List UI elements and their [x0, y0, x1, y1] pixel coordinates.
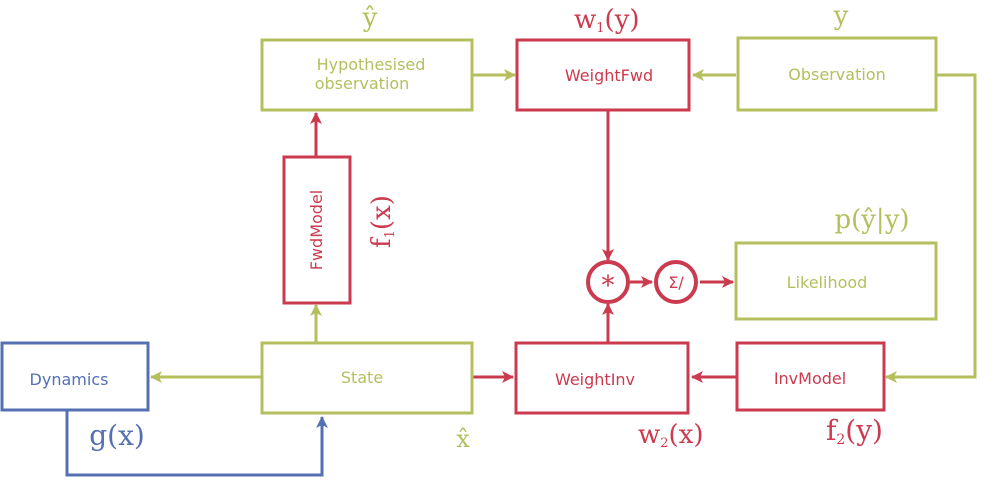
label-x-hat: x̂ — [456, 425, 470, 453]
label-g: g(x) — [89, 419, 145, 452]
state-node: State — [260, 341, 474, 415]
label-f1: f1(x) — [367, 195, 398, 248]
hypothesised-observation-label-line1: Hypothesised — [317, 55, 426, 74]
inv-model-label: InvModel — [774, 369, 846, 388]
dynamics-node: Dynamics — [0, 341, 150, 412]
hypothesised-observation-label-line2: observation — [315, 74, 410, 93]
state-label: State — [341, 368, 383, 387]
weight-fwd-label: WeightFwd — [565, 66, 653, 85]
label-w2: w2(x) — [638, 420, 704, 451]
hypothesised-observation-node: Hypothesised observation — [260, 38, 474, 112]
arrow-observation-to-invmodel — [885, 73, 977, 383]
label-y: y — [833, 1, 849, 31]
weight-fwd-node: WeightFwd — [515, 38, 691, 112]
dynamics-label: Dynamics — [30, 370, 109, 389]
likelihood-node: Likelihood — [734, 241, 938, 321]
fwd-model-node: FwdModel — [282, 155, 352, 305]
normalize-operator-node: Σ/ — [654, 260, 698, 304]
weight-inv-node: WeightInv — [514, 341, 690, 415]
label-f2: f2(y) — [826, 414, 883, 448]
normalize-operator-symbol: Σ/ — [668, 273, 684, 292]
likelihood-label: Likelihood — [787, 273, 868, 292]
inv-model-node: InvModel — [735, 341, 886, 412]
observation-label: Observation — [788, 65, 885, 84]
multiply-operator-node: * — [586, 260, 630, 304]
weight-inv-label: WeightInv — [555, 370, 635, 389]
arrow-dynamics-to-state — [65, 411, 328, 477]
label-p-likelihood: p(ŷ|y) — [834, 205, 909, 235]
multiply-operator-symbol: * — [602, 271, 615, 301]
observation-node: Observation — [736, 36, 938, 112]
label-y-hat: ŷ — [362, 3, 378, 33]
label-w1: w1(y) — [574, 5, 640, 36]
fwd-model-label: FwdModel — [307, 190, 326, 270]
